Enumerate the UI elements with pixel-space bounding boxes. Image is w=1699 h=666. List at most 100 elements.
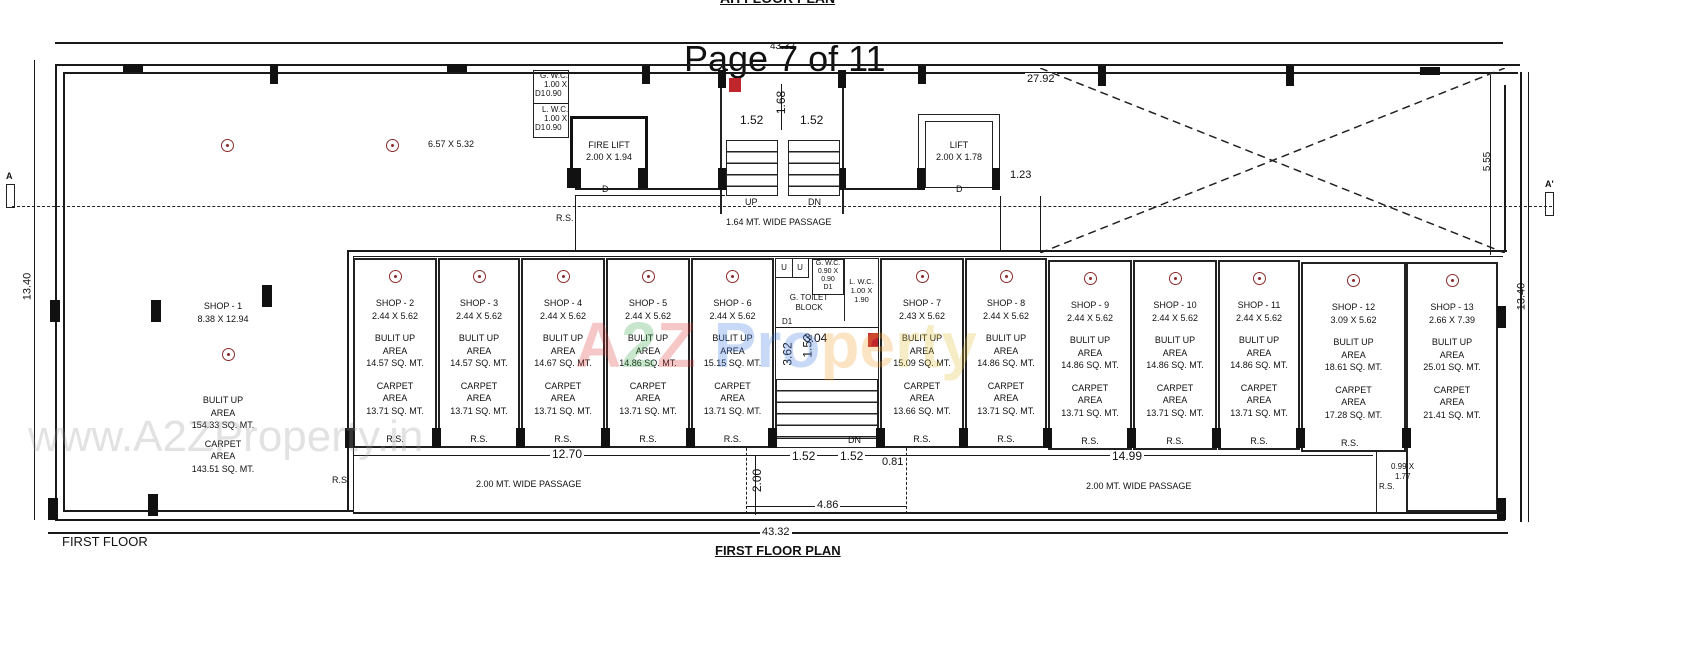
porch-outline-right	[906, 448, 907, 514]
shop-name: SHOP - 10	[1153, 300, 1197, 310]
stair-flight-down	[788, 140, 840, 196]
section-line	[12, 206, 1552, 207]
shop-size: 2.44 X 5.62	[624, 310, 672, 321]
gents-wc-door: D1	[535, 89, 546, 98]
shop-1-areas: BULIT UP AREA 154.33 SQ. MT. CARPET AREA…	[168, 394, 278, 475]
open-to-sky-cross	[1040, 68, 1505, 253]
shop-carpet: 13.71 SQ. MT.	[1230, 407, 1288, 418]
column	[447, 64, 467, 72]
dim-porch-width: 4.86	[815, 499, 841, 512]
shop-name: SHOP - 6	[713, 298, 752, 308]
column	[1212, 428, 1221, 448]
column	[992, 168, 1000, 190]
dim-width-right: 13.40	[1515, 282, 1528, 311]
dim-overall-top: 43.32	[770, 41, 796, 52]
main-staircase	[720, 72, 844, 214]
dim-overall-bottom: 43.32	[760, 526, 792, 539]
shop-size: 2.44 X 5.62	[1066, 312, 1114, 323]
corner-niche: 0.99 X 1.77 R.S.	[1376, 452, 1414, 512]
dim-open-area-width: 5.55	[1482, 151, 1494, 172]
column	[1043, 428, 1052, 448]
inner-wall-right-upper	[1504, 85, 1506, 250]
shop-builtup: 14.86 SQ. MT.	[1146, 360, 1204, 370]
ceiling-point-icon	[1445, 274, 1459, 287]
column	[48, 498, 58, 520]
stair-up-label: UP	[745, 197, 758, 207]
shop-builtup: 14.86 SQ. MT.	[1230, 360, 1288, 370]
shop-name: SHOP - 5	[628, 298, 668, 308]
shop-name: SHOP - 7	[902, 298, 942, 308]
column	[148, 494, 158, 516]
shop-1-name: SHOP - 1	[203, 301, 243, 311]
ceiling-point-icon	[1168, 272, 1182, 285]
column	[1420, 67, 1440, 75]
shop-size: 2.44 X 5.62	[982, 310, 1030, 321]
column	[151, 300, 161, 322]
rs-label: R.S.	[556, 213, 574, 223]
outer-wall-top	[55, 64, 1520, 66]
fire-extinguisher-icon	[729, 78, 741, 92]
dimension-line-right	[1528, 72, 1529, 522]
shop-size: 2.44 X 5.62	[539, 310, 587, 321]
ceiling-point-icon	[641, 270, 655, 283]
ceiling-point-icon	[388, 270, 402, 283]
section-marker-right: A'	[1545, 179, 1554, 189]
shop-1: SHOP - 1 8.38 X 12.94	[168, 300, 278, 325]
dim-open-area-length: 27.92	[1025, 73, 1057, 86]
ceiling-point-icon	[915, 270, 929, 283]
shop-builtup: 18.61 SQ. MT.	[1324, 362, 1383, 372]
shop-carpet: 13.71 SQ. MT.	[366, 405, 424, 416]
shop-carpet: 17.28 SQ. MT.	[1324, 409, 1383, 420]
stair-dn-label: DN	[808, 197, 821, 207]
column	[1286, 66, 1294, 86]
shop-builtup: 25.01 SQ. MT.	[1423, 362, 1481, 372]
ceiling-point-icon	[726, 270, 739, 283]
column	[123, 64, 143, 72]
section-marker-left-icon	[6, 184, 15, 208]
fire-lift-size: 2.00 X 1.94	[585, 152, 633, 162]
column	[1098, 66, 1106, 86]
ceiling-point-icon	[221, 139, 234, 152]
ceiling-point-icon	[386, 139, 399, 152]
shop-size: 2.43 X 5.62	[898, 310, 946, 321]
dim-stair-flight-left: 1.52	[740, 113, 764, 127]
column	[638, 168, 648, 188]
urinal-2: U	[792, 259, 809, 278]
ceiling-point-icon	[556, 270, 570, 283]
upper-hall-size: 6.57 X 5.32	[428, 139, 475, 149]
dim-bottom-offset: 0.81	[880, 456, 906, 469]
column	[1497, 498, 1506, 520]
column	[262, 285, 272, 307]
shop-carpet: 13.71 SQ. MT.	[619, 405, 677, 416]
ceiling-point-icon	[999, 270, 1013, 283]
shop-carpet: 13.71 SQ. MT.	[977, 405, 1035, 416]
passage-top-label: 1.64 MT. WIDE PASSAGE	[726, 217, 832, 227]
watermark-logo: A2Z Property	[575, 309, 977, 381]
dimension-line-top	[55, 42, 1503, 44]
shop-builtup: 15.15 SQ. MT.	[703, 358, 762, 368]
shop-carpet: 13.71 SQ. MT.	[703, 405, 762, 416]
shop-builtup: 14.57 SQ. MT.	[366, 358, 424, 368]
outer-wall-bottom	[55, 519, 1505, 521]
fire-extinguisher-icon	[868, 333, 878, 347]
shop-name: SHOP - 8	[986, 298, 1026, 308]
column	[601, 428, 610, 448]
column	[345, 428, 354, 448]
column	[768, 428, 777, 448]
shop-name: SHOP - 12	[1331, 302, 1376, 312]
column	[1402, 428, 1411, 448]
shop-size: 2.66 X 7.39	[1428, 314, 1476, 325]
column	[718, 168, 726, 190]
shop-carpet: 13.71 SQ. MT.	[450, 405, 508, 416]
rear-stair-dn-label: DN	[848, 435, 861, 445]
shop-builtup: 14.86 SQ. MT.	[619, 358, 677, 368]
lift-label: LIFT	[949, 140, 969, 150]
toilet-block-door: D1	[782, 317, 793, 326]
